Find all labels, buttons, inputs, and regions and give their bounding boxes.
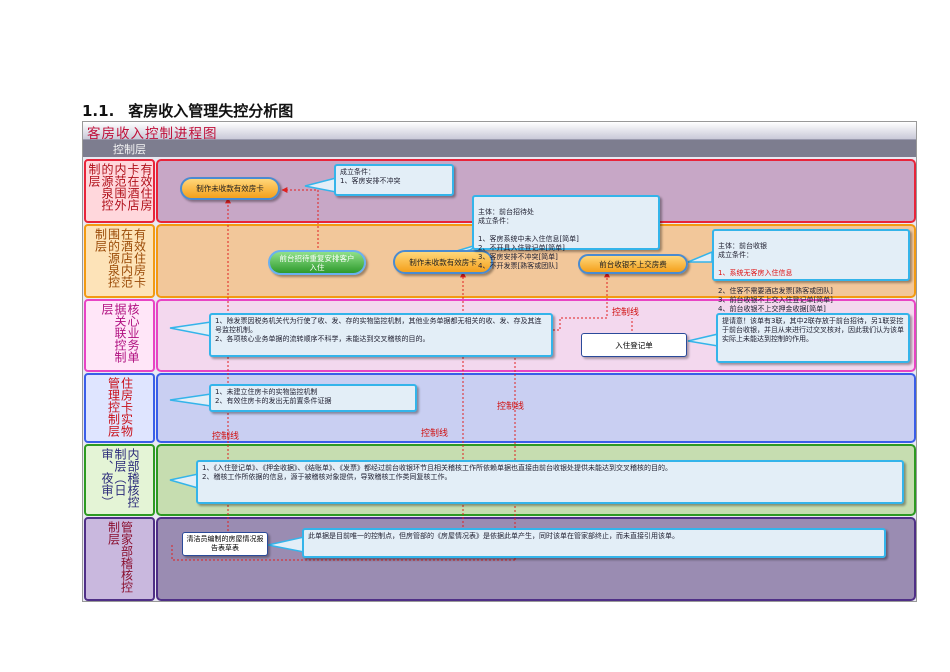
repeat-stay-arrow <box>281 187 319 264</box>
callout-cashier-items: 2、住客不需要酒店发票[熟客或团队] 3、前台收银不上交入住登记单[简单] 4、… <box>718 287 833 313</box>
lane-label-internal-audit: 内部稽核控制层（日审、夜审） <box>84 444 155 516</box>
callout-reception-conditions: 主体：前台招待处 成立条件： 1、客房系统中未入住信息[简单] 2、不开具入住登… <box>472 195 660 270</box>
process-cashier-withhold: 前台收银不上交房费 <box>578 254 688 274</box>
callout-pointer-5 <box>687 333 719 347</box>
diagram-banner: 客房收入控制进程图 <box>83 122 916 142</box>
callout-pointer-3 <box>687 250 713 263</box>
callout-only-control-point: 此单据是目前唯一的控制点，但房管部的《房屋情况表》是依据此单产生，同时该单在管家… <box>302 528 886 558</box>
lane-label-external-source: 有效住房卡在酒店内范围外的源泉控制层 <box>84 159 155 223</box>
control-line-label-4: 控制线 <box>212 432 240 442</box>
callout-cashier-item-1: 1、系统无客房入住信息 <box>718 269 793 277</box>
doc-housekeeping-report: 清洁员编制的房屋情况报告表草表 <box>182 532 268 556</box>
control-line-label-3: 控制线 <box>421 429 449 439</box>
control-layer-label: 控制层 <box>113 143 146 156</box>
callout-document-issues: 1、除发票因税务机关代为行使了收、发、存的实物监控机制，其他业务单据都无相关的收… <box>209 313 553 357</box>
callout-cashier-conditions: 主体：前台收银 成立条件： 1、系统无客房入住信息 2、住客不需要酒店发票[熟客… <box>712 229 910 313</box>
callout-pointer-1 <box>304 177 337 193</box>
process-make-unpaid-card: 制作未收款有效房卡 <box>393 250 493 274</box>
callout-reception-title: 主体：前台招待处 成立条件： <box>478 208 534 225</box>
doc-checkin-form: 入住登记单 <box>581 333 687 357</box>
control-layer-header: 控制层 <box>83 140 916 157</box>
callout-room-no-conflict: 成立条件： 1、客房安排不冲突 <box>334 164 454 196</box>
callout-pointer-6 <box>169 393 212 407</box>
section-number: 1.1. <box>82 102 115 120</box>
lane-label-internal-source: 有效住房卡在酒店内范围的源泉控制层 <box>84 224 155 298</box>
callout-keycard-issues: 1、未建立住房卡的实物监控机制 2、有效住房卡的发出无前置条件证据 <box>209 384 417 412</box>
control-arrow-3 <box>514 271 610 560</box>
control-line-label-1: 控制线 <box>612 308 640 318</box>
callout-audit-issues: 1、《入住登记单》、《押金收据》、《结账单》、《发票》都经过前台收银环节且相关稽… <box>196 460 904 504</box>
lane-label-housekeeping-audit: 管家部稽核控制层 <box>84 517 155 601</box>
callout-reception-items: 1、客房系统中未入住信息[简单] 2、不开具入住登记单[简单] 3、客房安排不冲… <box>478 235 579 270</box>
callout-checkin-form-note: 提请意！该单有3联，其中2联存放于前台招待，另1联妥控于前台收银，并且从来进行过… <box>716 313 910 363</box>
callout-pointer-8 <box>267 536 305 553</box>
process-reception-repeat-stay: 前台招待重复安排客户入住 <box>268 250 366 275</box>
control-line-label-2: 控制线 <box>497 402 525 412</box>
section-title: 客房收入管理失控分析图 <box>128 102 294 120</box>
diagram-title: 客房收入控制进程图 <box>87 126 218 142</box>
callout-pointer-4 <box>169 321 212 337</box>
lane-label-document-link: 核心业务单据关联控制层 <box>84 299 155 372</box>
section-heading: 1.1. 客房收入管理失控分析图 <box>82 100 293 121</box>
housekeeping-loop <box>171 545 515 561</box>
lane-label-keycard-physical: 住房卡实物管理控制层 <box>84 373 155 443</box>
callout-pointer-7 <box>169 473 199 489</box>
callout-cashier-title: 主体：前台收银 成立条件： <box>718 242 767 259</box>
process-make-unpaid-card-top: 制作未收款有效房卡 <box>180 177 280 200</box>
